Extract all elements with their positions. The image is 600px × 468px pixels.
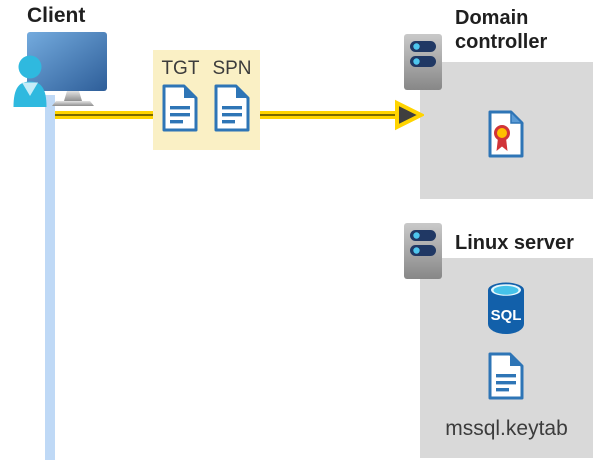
monitor-stand xyxy=(64,91,82,101)
spn-document-icon xyxy=(214,84,250,132)
spn-ticket: SPN xyxy=(212,58,252,150)
spn-label: SPN xyxy=(212,58,252,79)
domain-controller-title: Domain controller xyxy=(455,7,548,53)
keytab-document-icon xyxy=(488,352,524,400)
tgt-document-icon xyxy=(162,84,198,132)
certificate-icon xyxy=(488,110,524,158)
person-collar xyxy=(22,82,38,96)
linux-server-title: Linux server xyxy=(455,232,574,254)
sql-database-icon xyxy=(485,281,527,337)
auth-request-arrowhead-icon xyxy=(395,99,424,131)
ticket-box: TGT SPN xyxy=(153,50,260,150)
client-user-computer-icon xyxy=(13,32,107,107)
tgt-ticket: TGT xyxy=(161,58,199,150)
keytab-filename: mssql.keytab xyxy=(445,417,568,440)
client-timeline-line xyxy=(45,95,55,460)
person-head xyxy=(18,55,42,79)
domain-controller-server-icon xyxy=(403,33,443,91)
tgt-label: TGT xyxy=(161,58,200,79)
linux-server-icon xyxy=(403,222,443,280)
client-title: Client xyxy=(27,4,86,27)
monitor-base xyxy=(52,101,94,106)
monitor-icon xyxy=(27,32,107,91)
